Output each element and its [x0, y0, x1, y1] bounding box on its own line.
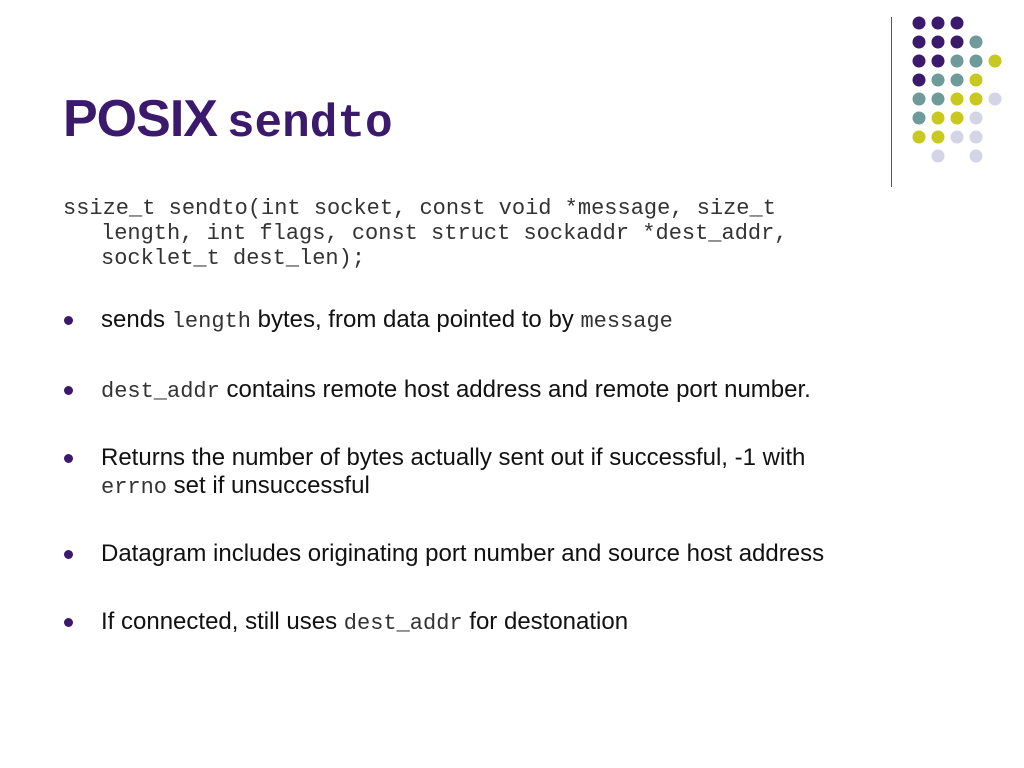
bullet-item-returns: Returns the number of bytes actually sen… — [63, 444, 983, 502]
decorative-dot — [969, 73, 983, 87]
bullet-text: set if unsuccessful — [167, 472, 370, 499]
bullet-dot-icon — [64, 316, 73, 325]
decorative-dot — [931, 54, 945, 68]
bullet-code: length — [171, 309, 251, 334]
decorative-dot — [931, 111, 945, 125]
decorative-dot — [912, 92, 926, 106]
decorative-dot — [950, 16, 964, 30]
decorative-dot — [950, 35, 964, 49]
signature-line-1: ssize_t sendto(int socket, const void *m… — [63, 196, 776, 221]
bullet-dot-icon — [64, 550, 73, 559]
bullet-text: contains remote host address and remote … — [219, 376, 811, 403]
bullet-text: Datagram includes originating port numbe… — [101, 540, 825, 567]
decorative-dot — [931, 92, 945, 106]
decorative-dot — [931, 16, 945, 30]
bullet-text: If connected, still uses — [101, 608, 344, 635]
decorative-dot — [912, 73, 926, 87]
decorative-dot — [912, 54, 926, 68]
decorative-dot — [950, 111, 964, 125]
bullet-code: message — [580, 309, 673, 334]
decorative-dot — [969, 92, 983, 106]
decorative-dot — [931, 35, 945, 49]
bullet-dot-icon — [64, 618, 73, 627]
signature-line-3: socklet_t dest_len); — [101, 246, 366, 271]
bullet-text: sends — [101, 306, 172, 333]
decorative-dot — [950, 73, 964, 87]
bullet-item-datagram: Datagram includes originating port numbe… — [63, 540, 983, 568]
decorative-dot — [931, 149, 945, 163]
bullet-code: errno — [101, 475, 168, 500]
decorative-dot — [912, 130, 926, 144]
decorative-dot — [988, 92, 1002, 106]
bullet-text: Returns the number of bytes actually sen… — [101, 444, 806, 471]
decorative-dot — [912, 35, 926, 49]
decorative-dot — [988, 54, 1002, 68]
decorative-dot — [969, 149, 983, 163]
bullet-item-connected: If connected, still uses dest_addr for d… — [63, 608, 983, 638]
function-signature: ssize_t sendto(int socket, const void *m… — [63, 196, 913, 271]
decorative-dot — [950, 130, 964, 144]
decorative-dot — [912, 111, 926, 125]
bullet-dot-icon — [64, 454, 73, 463]
decorative-dot — [969, 35, 983, 49]
decorative-dot — [969, 111, 983, 125]
decorative-dot — [950, 92, 964, 106]
bullet-item-dest-addr: dest_addr contains remote host address a… — [63, 376, 983, 406]
decorative-dot — [969, 130, 983, 144]
decorative-dot — [931, 130, 945, 144]
decorative-dot — [950, 54, 964, 68]
bullet-text: bytes, from data pointed to by — [250, 306, 581, 333]
bullet-code: dest_addr — [343, 611, 463, 636]
title-text: POSIX — [63, 90, 218, 148]
decorative-dot-grid — [912, 16, 1002, 163]
bullet-item-sends: sends length bytes, from data pointed to… — [63, 306, 983, 336]
bullet-list: sends length bytes, from data pointed to… — [63, 306, 983, 678]
decorative-dot — [931, 73, 945, 87]
signature-line-2: length, int flags, const struct sockaddr… — [101, 221, 788, 246]
decorative-dot — [912, 16, 926, 30]
vertical-divider — [891, 17, 892, 187]
bullet-text: for destonation — [462, 608, 629, 635]
bullet-dot-icon — [64, 386, 73, 395]
title-code: sendto — [226, 98, 393, 150]
decorative-dot — [969, 54, 983, 68]
bullet-code: dest_addr — [101, 379, 220, 404]
